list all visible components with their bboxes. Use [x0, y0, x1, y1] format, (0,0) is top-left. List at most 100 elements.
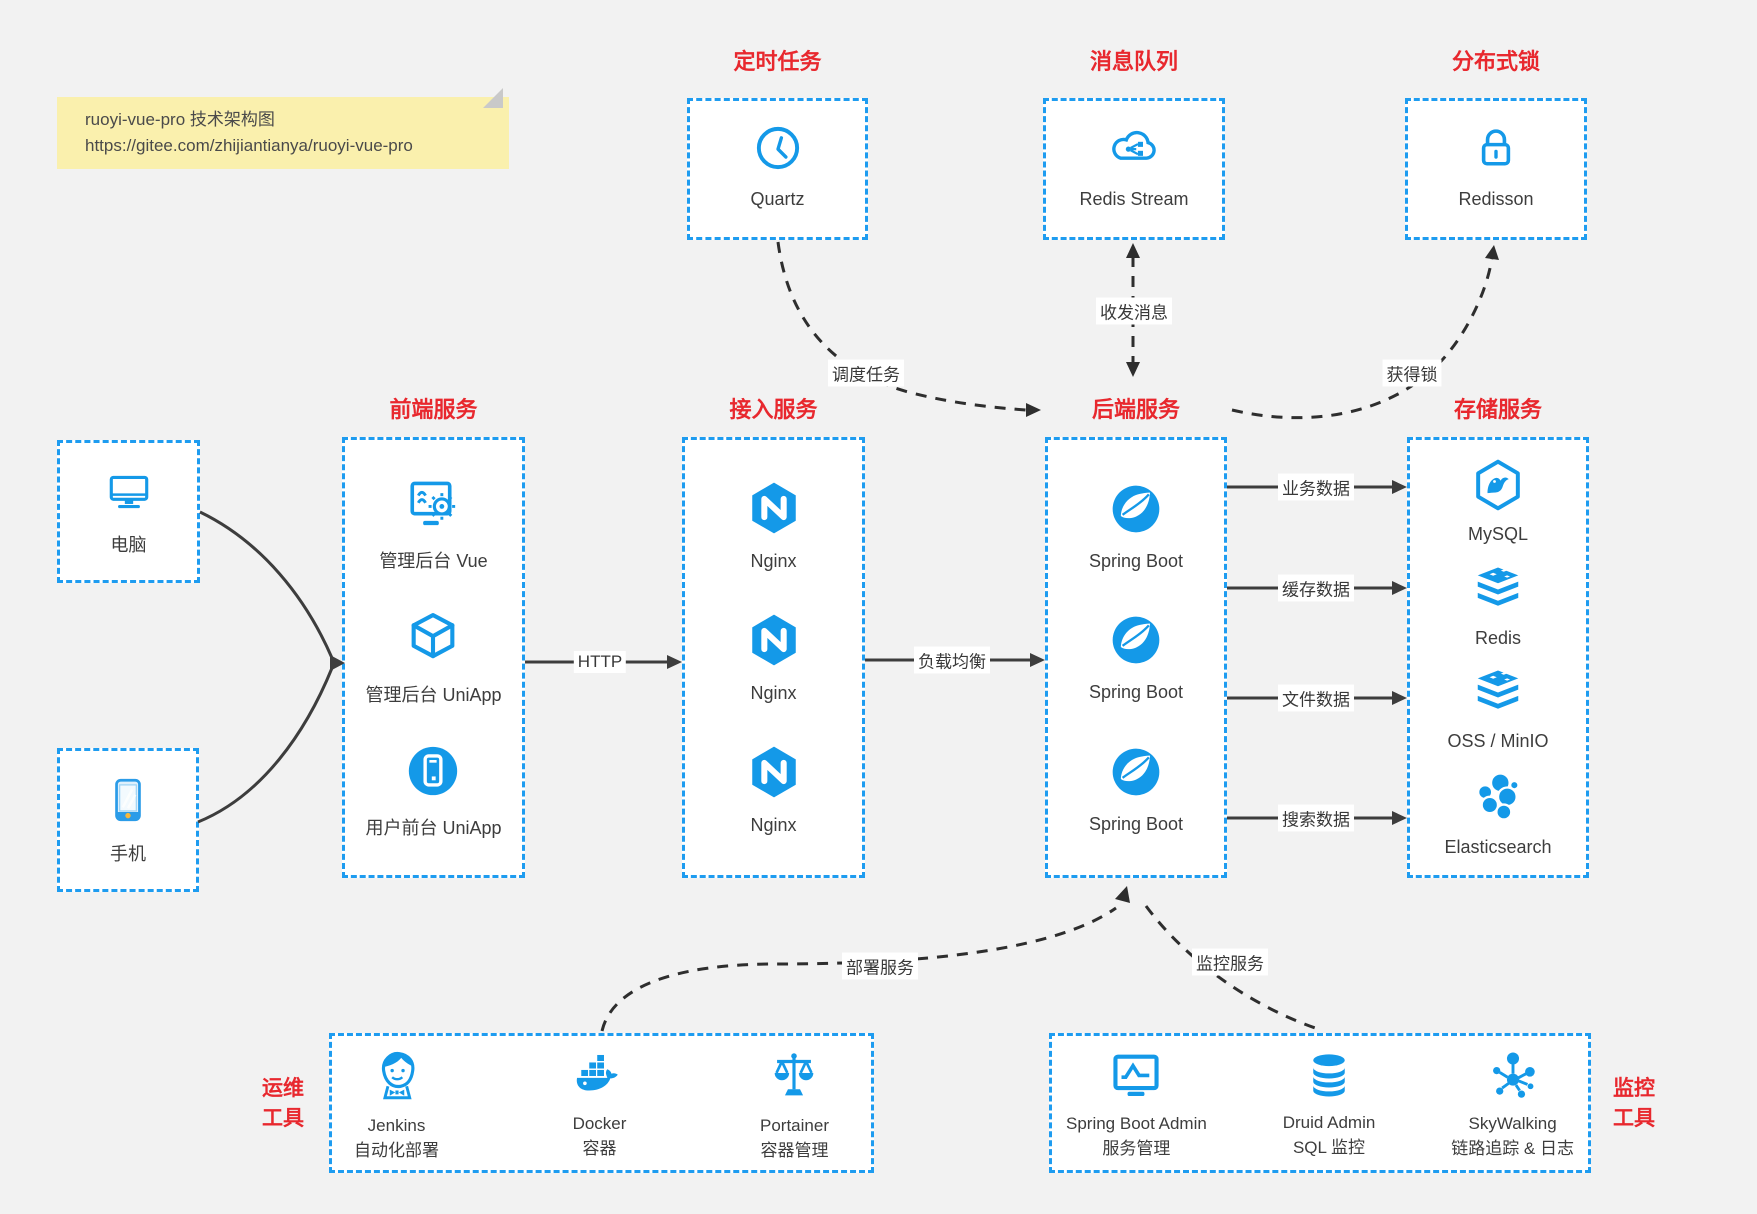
- node-name: Jenkins: [367, 1115, 426, 1135]
- node-label: MySQL: [1467, 524, 1528, 545]
- group-box-monitor-tools: Spring Boot Admin 服务管理 Druid Admin SQL 监…: [1049, 1033, 1591, 1173]
- database-icon: [1302, 1048, 1356, 1109]
- node-desc: 链路追踪 & 日志: [1451, 1138, 1574, 1158]
- node-phone: 手机: [103, 774, 153, 866]
- node-admin-uniapp: 管理后台 UniApp: [365, 609, 502, 707]
- note-title: ruoyi-vue-pro 技术架构图: [85, 110, 275, 129]
- node-springboot-3: Spring Boot: [1089, 744, 1183, 835]
- nginx-icon: [745, 479, 803, 542]
- node-mysql: MySQL: [1468, 457, 1528, 545]
- node-label: Redis: [1474, 627, 1522, 648]
- node-nginx-2: Nginx: [745, 611, 803, 704]
- node-label: Elasticsearch: [1444, 836, 1552, 857]
- arrowhead-get-lock: [1485, 245, 1499, 260]
- group-title-backend: 后端服务: [1091, 397, 1180, 422]
- nginx-icon: [745, 611, 803, 674]
- phone-icon: [103, 774, 153, 831]
- node-label: Spring Boot: [1088, 682, 1184, 702]
- computer-icon: [103, 467, 155, 522]
- arrowhead-messages-down: [1126, 362, 1140, 377]
- node-label: Nginx: [750, 551, 797, 571]
- node-jenkins: Jenkins 自动化部署: [354, 1045, 439, 1162]
- group-box-phone: 手机: [57, 748, 199, 892]
- node-label: 管理后台 UniApp: [365, 684, 502, 705]
- arrowhead-file-data: [1392, 691, 1407, 705]
- node-desc: 服务管理: [1102, 1138, 1171, 1158]
- arrowhead-messages-up: [1126, 243, 1140, 258]
- sticky-note: ruoyi-vue-pro 技术架构图 https://gitee.com/zh…: [57, 88, 509, 169]
- node-name: Docker: [572, 1113, 627, 1133]
- node-label: Spring Boot: [1088, 813, 1184, 834]
- clock-icon: [751, 121, 805, 180]
- group-box-message-queue: Redis Stream: [1043, 98, 1225, 240]
- node-label: Nginx: [750, 683, 797, 703]
- admin-monitor-gear-icon: [403, 475, 465, 538]
- node-quartz: Quartz: [750, 121, 805, 210]
- portainer-scales-icon: [765, 1045, 823, 1112]
- arrowhead-cache-data: [1392, 581, 1407, 595]
- redis-stack-icon: [1469, 563, 1527, 622]
- mysql-icon: [1470, 457, 1526, 518]
- edge-label-messages: 收发消息: [1096, 297, 1172, 325]
- spring-boot-icon: [1108, 612, 1164, 673]
- note-fold: [483, 88, 503, 108]
- group-box-gateway: Nginx Nginx Nginx: [682, 437, 865, 878]
- cloud-stream-icon: [1106, 121, 1162, 180]
- group-box-distributed-lock: Redisson: [1405, 98, 1587, 240]
- jenkins-icon: [368, 1045, 426, 1112]
- arrowhead-http: [667, 655, 682, 669]
- lock-icon: [1469, 121, 1523, 180]
- node-skywalking: SkyWalking 链路追踪 & 日志: [1451, 1047, 1574, 1160]
- node-nginx-1: Nginx: [745, 479, 803, 572]
- monitor-pulse-icon: [1107, 1047, 1165, 1110]
- note-url: https://gitee.com/zhijiantianya/ruoyi-vu…: [85, 136, 413, 155]
- group-title-monitor-tools: 监控 工具: [1601, 1074, 1667, 1134]
- node-redis: Redis: [1469, 563, 1527, 649]
- node-redis-stream: Redis Stream: [1079, 121, 1189, 210]
- group-title-scheduled-jobs: 定时任务: [733, 49, 822, 74]
- arrowhead-search-data: [1392, 811, 1407, 825]
- group-title-gateway: 接入服务: [729, 397, 818, 422]
- spring-boot-icon: [1108, 481, 1164, 542]
- node-nginx-3: Nginx: [745, 743, 803, 836]
- nginx-icon: [745, 743, 803, 806]
- node-redisson: Redisson: [1458, 121, 1534, 210]
- node-desc: 自动化部署: [354, 1140, 439, 1160]
- elasticsearch-icon: [1470, 770, 1526, 831]
- arrowhead-load-balance: [1030, 653, 1045, 667]
- node-desc: 容器: [582, 1138, 617, 1158]
- edge-label-business-data: 业务数据: [1278, 473, 1354, 501]
- node-elasticsearch: Elasticsearch: [1444, 770, 1552, 858]
- node-spring-boot-admin: Spring Boot Admin 服务管理: [1066, 1047, 1207, 1160]
- group-title-storage: 存储服务: [1453, 397, 1542, 422]
- arrowhead-business-data: [1392, 480, 1407, 494]
- node-label: Nginx: [750, 815, 797, 835]
- edge-label-file-data: 文件数据: [1278, 684, 1354, 712]
- monitor-title-line2: 工具: [1613, 1107, 1655, 1130]
- edge-label-cache-data: 缓存数据: [1278, 574, 1354, 602]
- node-desc: 容器管理: [760, 1140, 829, 1160]
- node-desc: SQL 监控: [1292, 1137, 1366, 1157]
- monitor-title-line1: 监控: [1613, 1077, 1655, 1100]
- oss-stack-icon: [1469, 666, 1527, 725]
- docker-icon: [569, 1047, 631, 1110]
- node-computer: 电脑: [103, 467, 155, 557]
- node-name: Spring Boot Admin: [1066, 1113, 1207, 1133]
- arrowhead-deploy-service: [1115, 886, 1130, 903]
- arrowhead-schedule-task: [1026, 403, 1041, 417]
- group-box-frontend: 管理后台 Vue 管理后台 UniApp 用户前台 UniApp: [342, 437, 525, 878]
- ops-title-line2: 工具: [262, 1107, 304, 1130]
- group-title-ops-tools: 运维 工具: [250, 1074, 316, 1134]
- edge-label-load-balance: 负载均衡: [914, 646, 990, 674]
- node-label: Redis Stream: [1079, 189, 1189, 209]
- edge-label-search-data: 搜索数据: [1278, 804, 1354, 832]
- node-user-uniapp: 用户前台 UniApp: [365, 742, 502, 840]
- edge-phone-to-frontend: [197, 667, 334, 824]
- node-name: Druid Admin: [1282, 1112, 1376, 1132]
- node-label: 电脑: [110, 534, 147, 555]
- node-springboot-2: Spring Boot: [1089, 612, 1183, 703]
- node-druid-admin: Druid Admin SQL 监控: [1282, 1048, 1376, 1159]
- group-box-scheduled-jobs: Quartz: [687, 98, 868, 240]
- node-name: Portainer: [760, 1115, 829, 1135]
